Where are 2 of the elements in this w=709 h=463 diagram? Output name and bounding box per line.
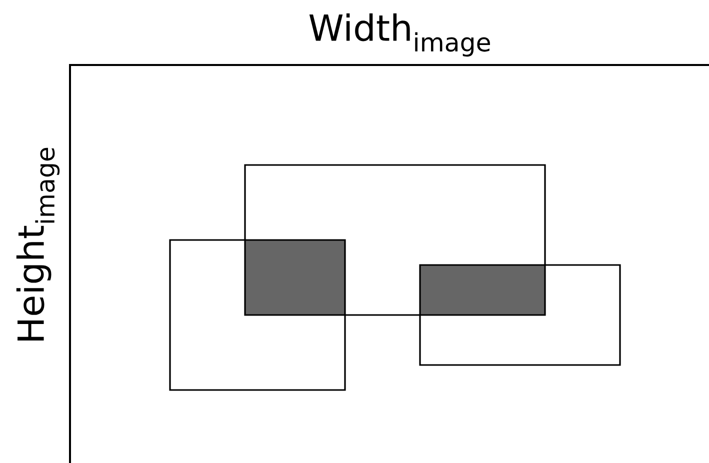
axis-label: Width$_{image}$ [309, 13, 490, 57]
axis-label: Height$_{image}$ [16, 148, 60, 340]
